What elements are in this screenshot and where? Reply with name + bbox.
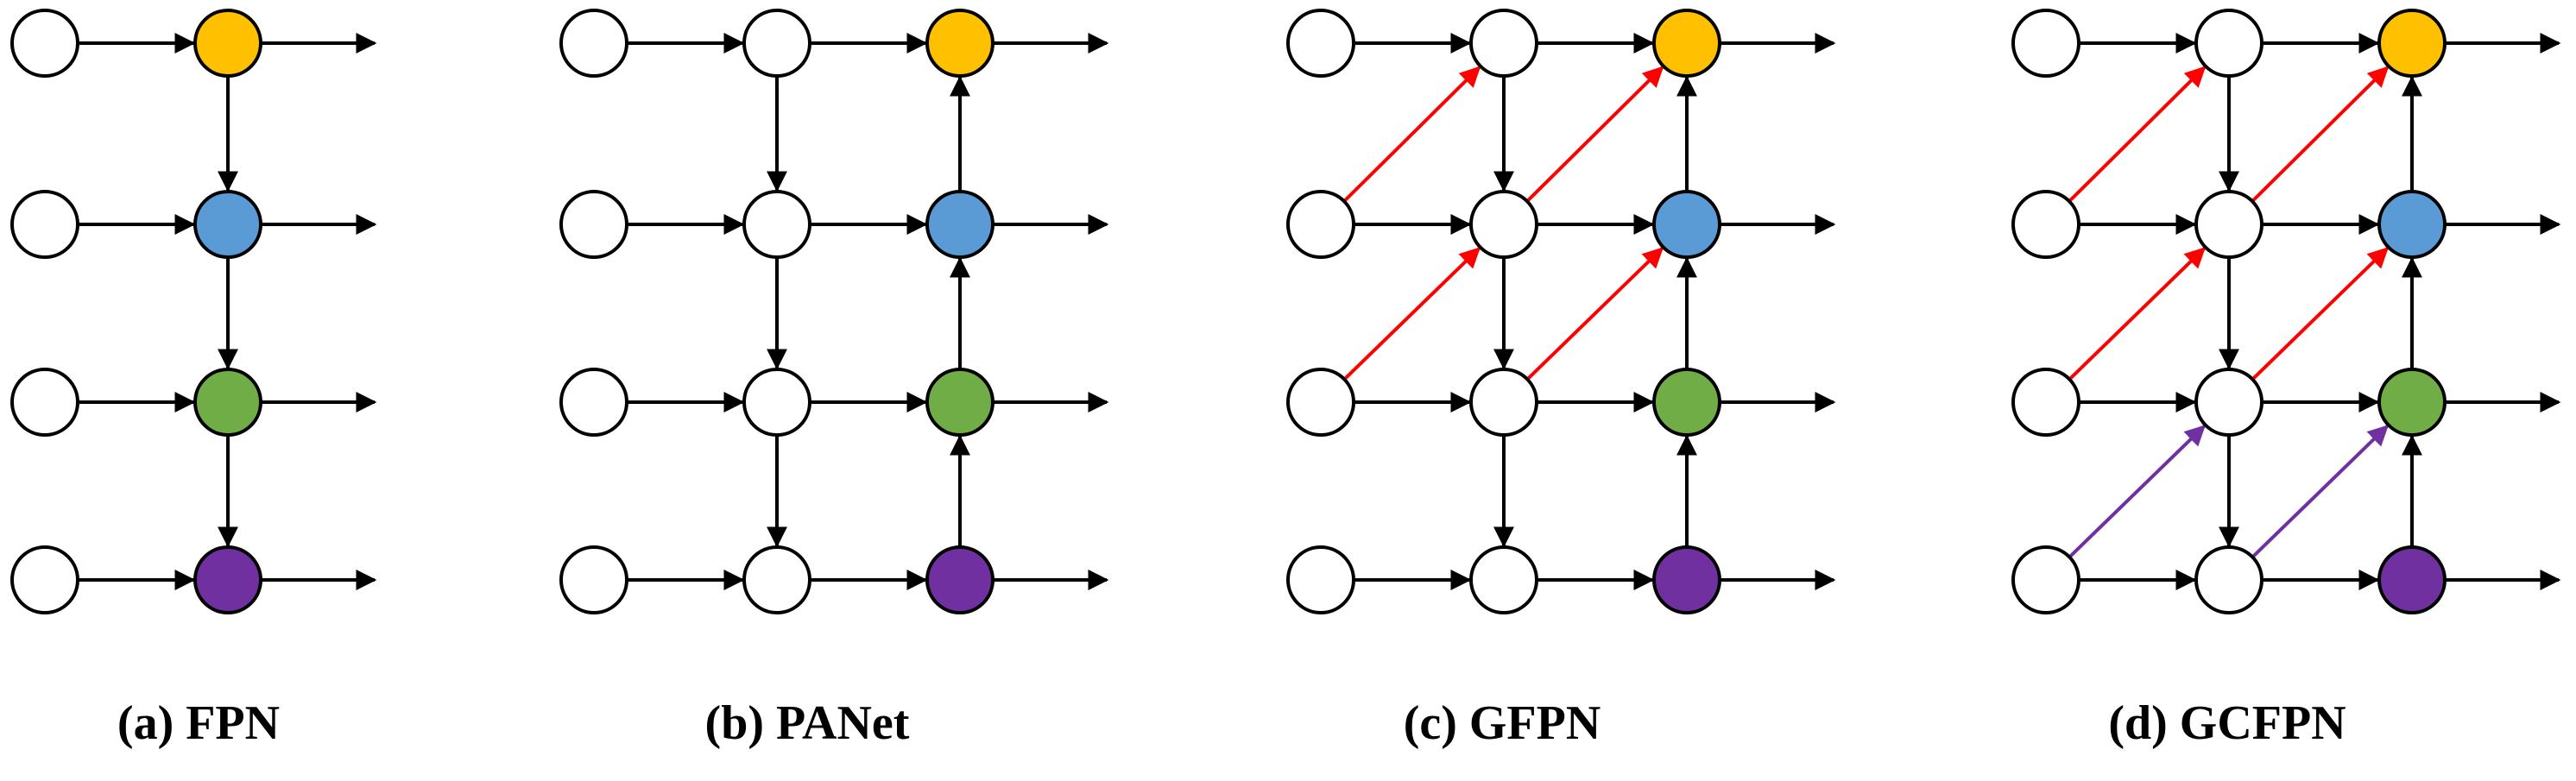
node-panet-c2-r3 [925,545,994,614]
node-panet-c2-r1 [925,190,994,259]
node-gfpn-c2-r1 [1652,190,1721,259]
caption-gfpn: (c) GFPN [1403,696,1601,750]
node-panet-c2-r0 [925,9,994,78]
node-fpn-c1-r1 [193,190,262,259]
node-fpn-c0-r1 [10,190,79,259]
arrow-layer [78,33,2561,590]
node-panet-c1-r2 [742,368,811,437]
node-fpn-c0-r0 [10,9,79,78]
node-panet-c1-r1 [742,190,811,259]
node-gcfpn-c0-r3 [2011,545,2080,614]
node-panet-c0-r2 [559,368,628,437]
diagonal-arrow-gcfpn-2 [2068,425,2207,558]
node-gfpn-c2-r0 [1652,9,1721,78]
node-gfpn-c1-r0 [1469,9,1538,78]
node-fpn-c0-r2 [10,368,79,437]
node-gcfpn-c2-r3 [2377,545,2447,614]
diagonal-arrow-gcfpn-5 [2251,425,2390,558]
node-gcfpn-c2-r2 [2377,368,2447,437]
diagonal-arrow-gfpn-3 [1525,247,1664,381]
caption-gcfpn: (d) GCFPN [2108,696,2346,750]
node-panet-c0-r1 [559,190,628,259]
node-layer [10,9,2447,614]
node-gcfpn-c1-r3 [2194,545,2263,614]
node-gfpn-c0-r0 [1286,9,1355,78]
diagonal-arrow-gfpn-2 [1525,66,1664,203]
caption-fpn: (a) FPN [117,696,281,750]
node-gcfpn-c1-r0 [2194,9,2263,78]
diagonal-arrow-gcfpn-4 [2251,247,2390,381]
node-gcfpn-c0-r1 [2011,190,2080,259]
node-gfpn-c1-r1 [1469,190,1538,259]
node-panet-c1-r0 [742,9,811,78]
node-gcfpn-c2-r0 [2377,9,2447,78]
caption-panet: (b) PANet [704,696,910,750]
diagonal-arrow-gcfpn-3 [2251,66,2390,203]
diagonal-arrow-gcfpn-1 [2068,247,2207,381]
node-panet-c0-r3 [559,545,628,614]
node-panet-c2-r2 [925,368,994,437]
node-fpn-c1-r0 [193,9,262,78]
diagonal-arrow-gcfpn-0 [2068,66,2207,203]
node-gcfpn-c1-r1 [2194,190,2263,259]
node-gfpn-c2-r3 [1652,545,1721,614]
node-fpn-c1-r3 [193,545,262,614]
node-gfpn-c0-r2 [1286,368,1355,437]
node-gfpn-c0-r3 [1286,545,1355,614]
node-gcfpn-c2-r1 [2377,190,2447,259]
node-gfpn-c2-r2 [1652,368,1721,437]
node-fpn-c1-r2 [193,368,262,437]
node-gcfpn-c0-r2 [2011,368,2080,437]
node-panet-c0-r0 [559,9,628,78]
node-gcfpn-c0-r0 [2011,9,2080,78]
node-gcfpn-c1-r2 [2194,368,2263,437]
diagonal-arrow-gfpn-0 [1342,66,1481,203]
node-gfpn-c1-r2 [1469,368,1538,437]
node-panet-c1-r3 [742,545,811,614]
node-fpn-c0-r3 [10,545,79,614]
node-gfpn-c1-r3 [1469,545,1538,614]
node-gfpn-c0-r1 [1286,190,1355,259]
diagonal-arrow-gfpn-1 [1342,247,1481,381]
